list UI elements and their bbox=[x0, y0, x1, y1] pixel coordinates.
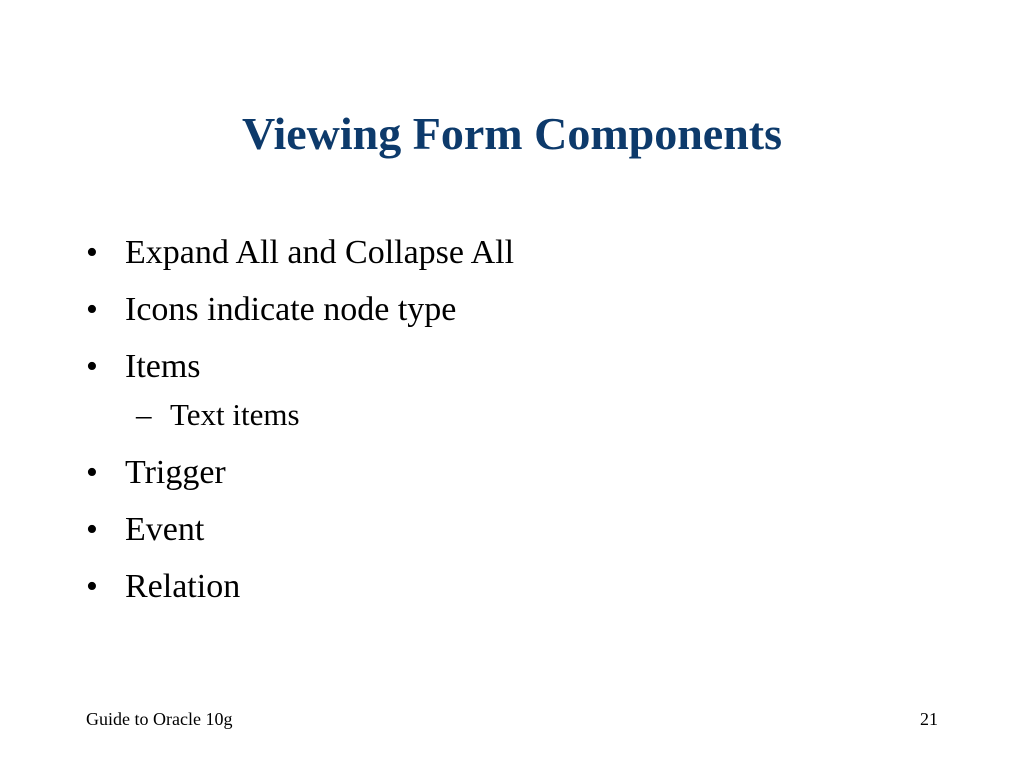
slide-title: Viewing Form Components bbox=[241, 108, 783, 159]
sub-bullet-item: – Text items bbox=[86, 395, 946, 435]
sub-bullet-marker: – bbox=[136, 397, 152, 432]
bullet-item: • Expand All and Collapse All bbox=[86, 230, 946, 276]
bullet-list: • Expand All and Collapse All • Icons in… bbox=[86, 230, 946, 621]
bullet-marker: • bbox=[86, 454, 98, 491]
bullet-item: • Items bbox=[86, 344, 946, 390]
bullet-marker: • bbox=[86, 568, 98, 605]
bullet-item: • Trigger bbox=[86, 450, 946, 496]
bullet-marker: • bbox=[86, 291, 98, 328]
bullet-text: Trigger bbox=[125, 454, 226, 491]
bullet-text: Relation bbox=[125, 568, 241, 605]
bullet-text: Event bbox=[125, 511, 205, 548]
bullet-item: • Relation bbox=[86, 564, 946, 610]
footer-course-title: Guide to Oracle 10g bbox=[86, 709, 233, 729]
bullet-marker: • bbox=[86, 348, 98, 385]
page-number: 21 bbox=[920, 709, 938, 729]
bullet-text: Items bbox=[125, 348, 201, 385]
bullet-item: • Event bbox=[86, 507, 946, 553]
bullet-text: Expand All and Collapse All bbox=[125, 234, 515, 271]
bullet-marker: • bbox=[86, 511, 98, 548]
bullet-item: • Icons indicate node type bbox=[86, 287, 946, 333]
bullet-marker: • bbox=[86, 234, 98, 271]
bullet-text: Icons indicate node type bbox=[125, 291, 457, 328]
sub-bullet-text: Text items bbox=[170, 397, 300, 432]
